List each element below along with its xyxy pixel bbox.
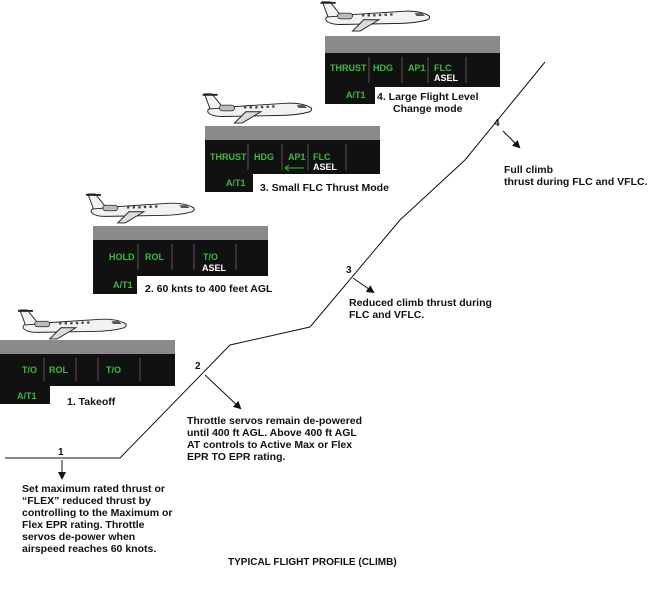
- fma-dividers: [43, 358, 141, 381]
- at-annunciator: A/T1: [226, 178, 246, 188]
- stage-4-description: Full climb thrust during FLC and VFLC.: [504, 164, 648, 188]
- stage-2-caption: 2. 60 knts to 400 feet AGL: [145, 283, 273, 295]
- stage-1-panel: T/O ROL T/O A/T1: [0, 309, 175, 404]
- climb-profile-line: [5, 61, 546, 459]
- fma-lateral: HDG: [373, 63, 393, 73]
- asel-annunciator: ASEL: [313, 162, 338, 172]
- stage-2-panel: HOLD ROL T/O ASEL A/T1: [86, 193, 268, 294]
- stage-1-caption: 1. Takeoff: [67, 396, 116, 408]
- stage-4-caption: 4. Large Flight Level Change mode: [377, 91, 479, 115]
- asel-annunciator: ASEL: [202, 263, 227, 273]
- fma-lateral: ROL: [145, 252, 165, 262]
- diagram-title: TYPICAL FLIGHT PROFILE (CLIMB): [228, 557, 397, 568]
- business-jet-icon: [201, 92, 313, 124]
- stage-3-description: Reduced climb thrust during FLC and VFLC…: [349, 297, 492, 321]
- stage-1-description: Set maximum rated thrust or “FLEX” reduc…: [22, 483, 173, 555]
- stage-4-marker: 4: [494, 118, 521, 149]
- stage-number: 4: [494, 118, 500, 129]
- fma-vertical: T/O: [106, 365, 121, 375]
- asel-annunciator: ASEL: [434, 73, 459, 83]
- stage-4-panel: THRUST HDG AP1 FLC ASEL A/T1: [319, 0, 500, 104]
- fma-thrust: T/O: [22, 365, 37, 375]
- fma-thrust: THRUST: [330, 63, 367, 73]
- stage-3-panel: THRUST HDG AP1 FLC ASEL A/T1: [201, 92, 380, 192]
- stage-3-caption: 3. Small FLC Thrust Mode: [260, 182, 389, 194]
- fma-vertical: FLC: [434, 63, 452, 73]
- fma-thrust: THRUST: [210, 152, 247, 162]
- business-jet-icon: [18, 309, 128, 340]
- business-jet-icon: [86, 193, 196, 224]
- stage-3-marker: 3: [346, 265, 375, 294]
- at-annunciator: A/T1: [17, 391, 37, 401]
- at-annunciator: A/T1: [113, 280, 133, 290]
- fma-dividers: [247, 144, 347, 170]
- stage-number: 3: [346, 265, 352, 276]
- fma-vertical: T/O: [203, 252, 218, 262]
- stage-number: 2: [195, 361, 201, 372]
- fma-autopilot: AP1: [288, 152, 306, 162]
- fma-autopilot: AP1: [408, 63, 426, 73]
- stage-2-marker: 2: [195, 361, 242, 410]
- fma-dividers: [368, 57, 467, 83]
- fma-thrust: HOLD: [109, 252, 135, 262]
- stage-2-description: Throttle servos remain de-powered until …: [187, 415, 363, 463]
- stage-1-marker: 1: [58, 447, 66, 480]
- stage-number: 1: [58, 447, 64, 458]
- fma-lateral: ROL: [49, 365, 69, 375]
- fma-vertical: FLC: [313, 152, 331, 162]
- at-annunciator: A/T1: [346, 90, 366, 100]
- fma-dividers: [137, 244, 237, 270]
- business-jet-icon: [319, 0, 431, 32]
- fma-lateral: HDG: [254, 152, 274, 162]
